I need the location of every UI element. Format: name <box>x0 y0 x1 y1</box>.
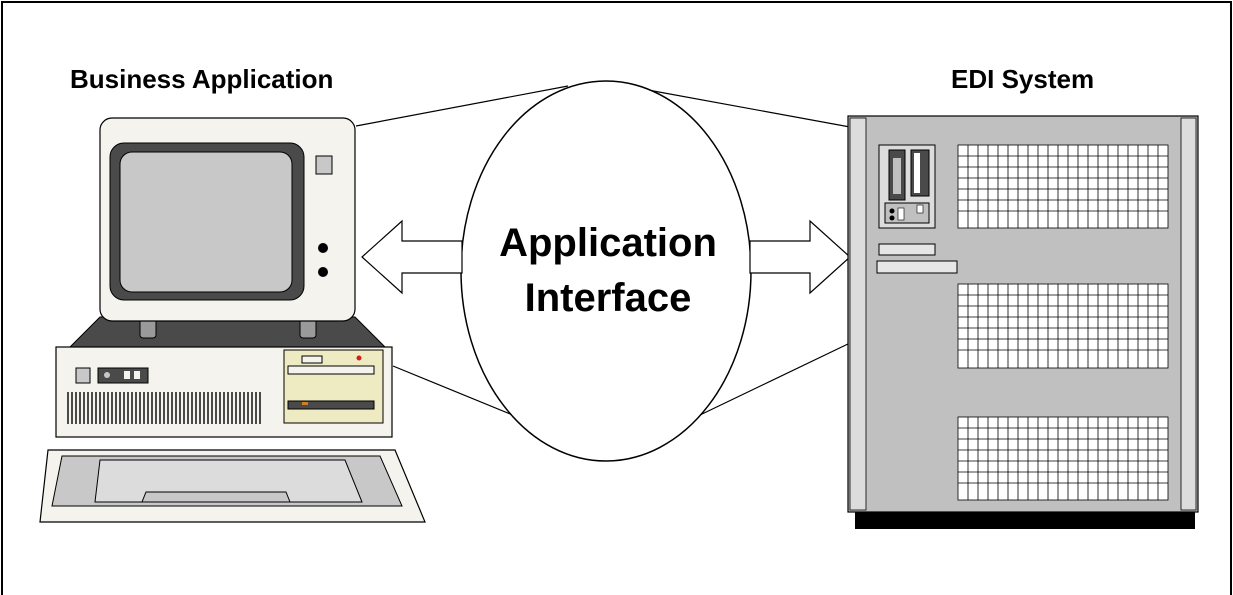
connector-line-pc-top <box>355 85 569 127</box>
interface-label-line1: Application <box>499 221 717 265</box>
connector-line-server-bottom <box>699 342 851 416</box>
application-interface-label: Application Interface <box>458 216 758 326</box>
edi-system-label: EDI System <box>951 64 1095 94</box>
interface-label-line2: Interface <box>524 276 692 320</box>
business-application-label: Business Application <box>70 64 334 94</box>
arrow-left-icon <box>361 219 463 295</box>
connector-line-pc-bottom <box>392 365 521 419</box>
server-cabinet-icon <box>847 115 1199 529</box>
connector-line-server-top <box>647 89 851 128</box>
arrow-right-icon <box>749 219 851 295</box>
pc-computer-icon <box>39 117 426 523</box>
